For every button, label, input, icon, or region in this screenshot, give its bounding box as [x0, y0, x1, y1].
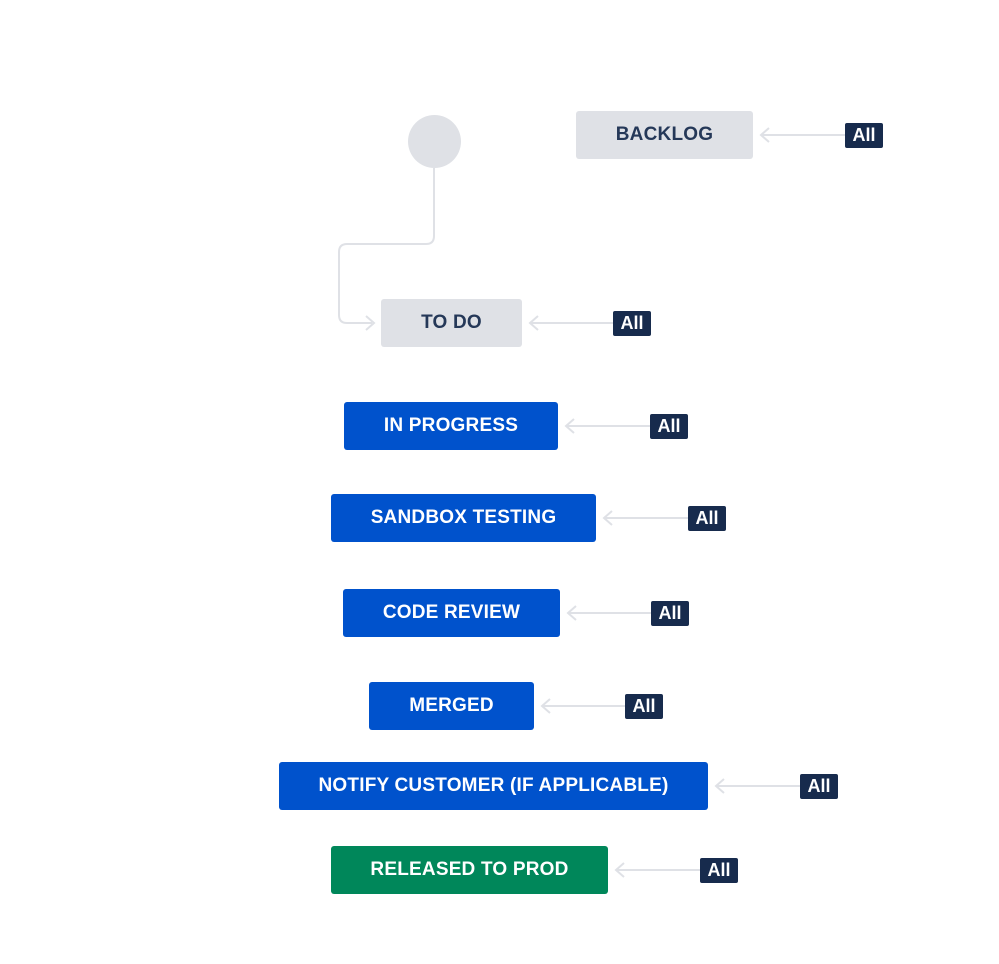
all-transition-badge-in-progress[interactable]: All [650, 414, 688, 439]
transition-arrowhead-6 [714, 778, 725, 794]
all-transition-badge-released-to-prod[interactable]: All [700, 858, 738, 883]
status-to-do[interactable]: TO DO [381, 299, 522, 347]
status-code-review[interactable]: CODE REVIEW [343, 589, 560, 637]
status-released-to-prod[interactable]: RELEASED TO PROD [331, 846, 608, 894]
start-node [408, 115, 461, 168]
all-transition-badge-backlog[interactable]: All [845, 123, 883, 148]
transition-arrowhead-0 [759, 127, 770, 143]
status-sandbox-testing[interactable]: SANDBOX TESTING [331, 494, 596, 542]
all-transition-badge-notify-customer[interactable]: All [800, 774, 838, 799]
transition-arrowhead-2 [564, 418, 575, 434]
start-to-todo-connector [338, 168, 435, 324]
status-notify-customer[interactable]: NOTIFY CUSTOMER (IF APPLICABLE) [279, 762, 708, 810]
transition-arrowhead-4 [566, 605, 577, 621]
status-in-progress[interactable]: IN PROGRESS [344, 402, 558, 450]
start-to-todo-arrowhead [365, 315, 376, 331]
transition-arrowhead-7 [614, 862, 625, 878]
transition-arrowhead-3 [602, 510, 613, 526]
all-transition-badge-sandbox-testing[interactable]: All [688, 506, 726, 531]
status-backlog[interactable]: BACKLOG [576, 111, 753, 159]
status-merged[interactable]: MERGED [369, 682, 534, 730]
transition-arrowhead-5 [540, 698, 551, 714]
all-transition-badge-merged[interactable]: All [625, 694, 663, 719]
all-transition-badge-code-review[interactable]: All [651, 601, 689, 626]
transition-arrowhead-1 [528, 315, 539, 331]
all-transition-badge-to-do[interactable]: All [613, 311, 651, 336]
